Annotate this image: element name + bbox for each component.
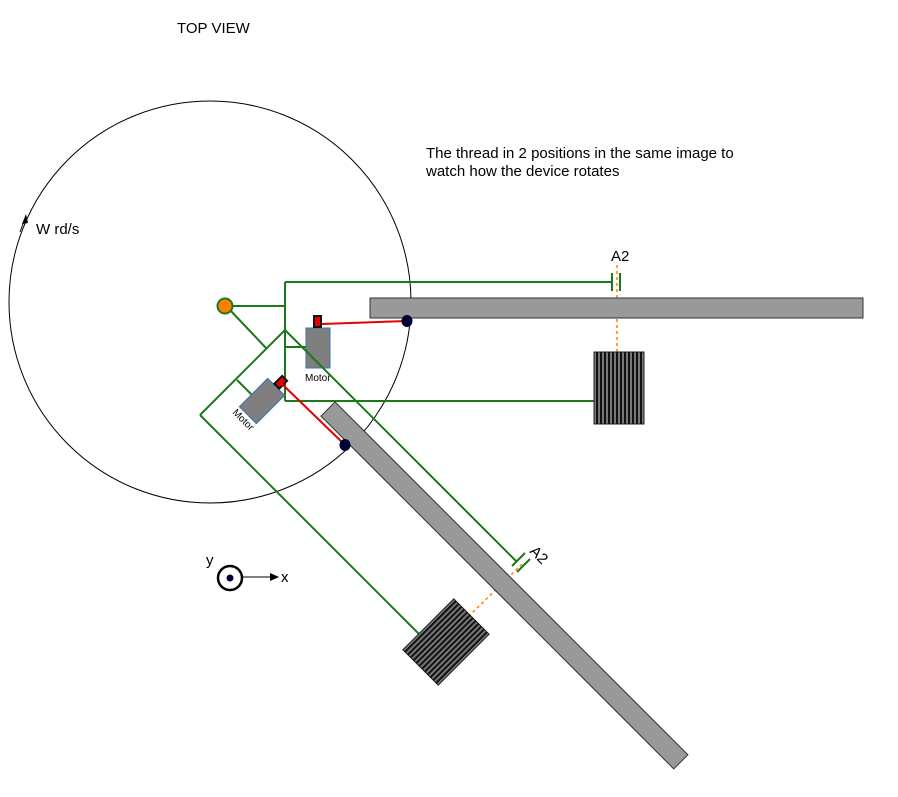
rotation-arrow-icon (22, 214, 28, 224)
top-view-title: TOP VIEW (177, 20, 251, 37)
pivot-point (216, 297, 234, 315)
thread-position-2 (280, 382, 346, 446)
motor-label-position-1: Motor (305, 373, 331, 384)
note-line-2: watch how the device rotates (425, 163, 619, 180)
thread-anchor-position-1 (401, 315, 413, 327)
frame-position-2 (199, 309, 531, 636)
thread-position-1 (321, 320, 408, 325)
note-line-1: The thread in 2 positions in the same im… (426, 145, 734, 162)
joint-label-a2-position-2: A2 (526, 543, 551, 568)
x-axis-label: x (281, 569, 289, 586)
coil-position-1 (593, 351, 645, 425)
position-1: A2 Motor (232, 248, 864, 425)
bar-position-1 (369, 297, 864, 319)
rotation-speed-label: W rd/s (36, 221, 79, 238)
joint-label-a2-position-1: A2 (611, 248, 629, 265)
coil-position-2 (402, 598, 490, 686)
coordinate-axes: y x (206, 552, 289, 592)
x-axis-arrow-icon (270, 573, 279, 581)
y-axis-label: y (206, 552, 214, 569)
position-2: A2 (199, 309, 689, 770)
bar-position-2 (320, 401, 689, 770)
frame-position-1 (232, 273, 621, 402)
motor-position-2 (238, 374, 289, 425)
thread-anchor-position-2 (339, 439, 351, 451)
